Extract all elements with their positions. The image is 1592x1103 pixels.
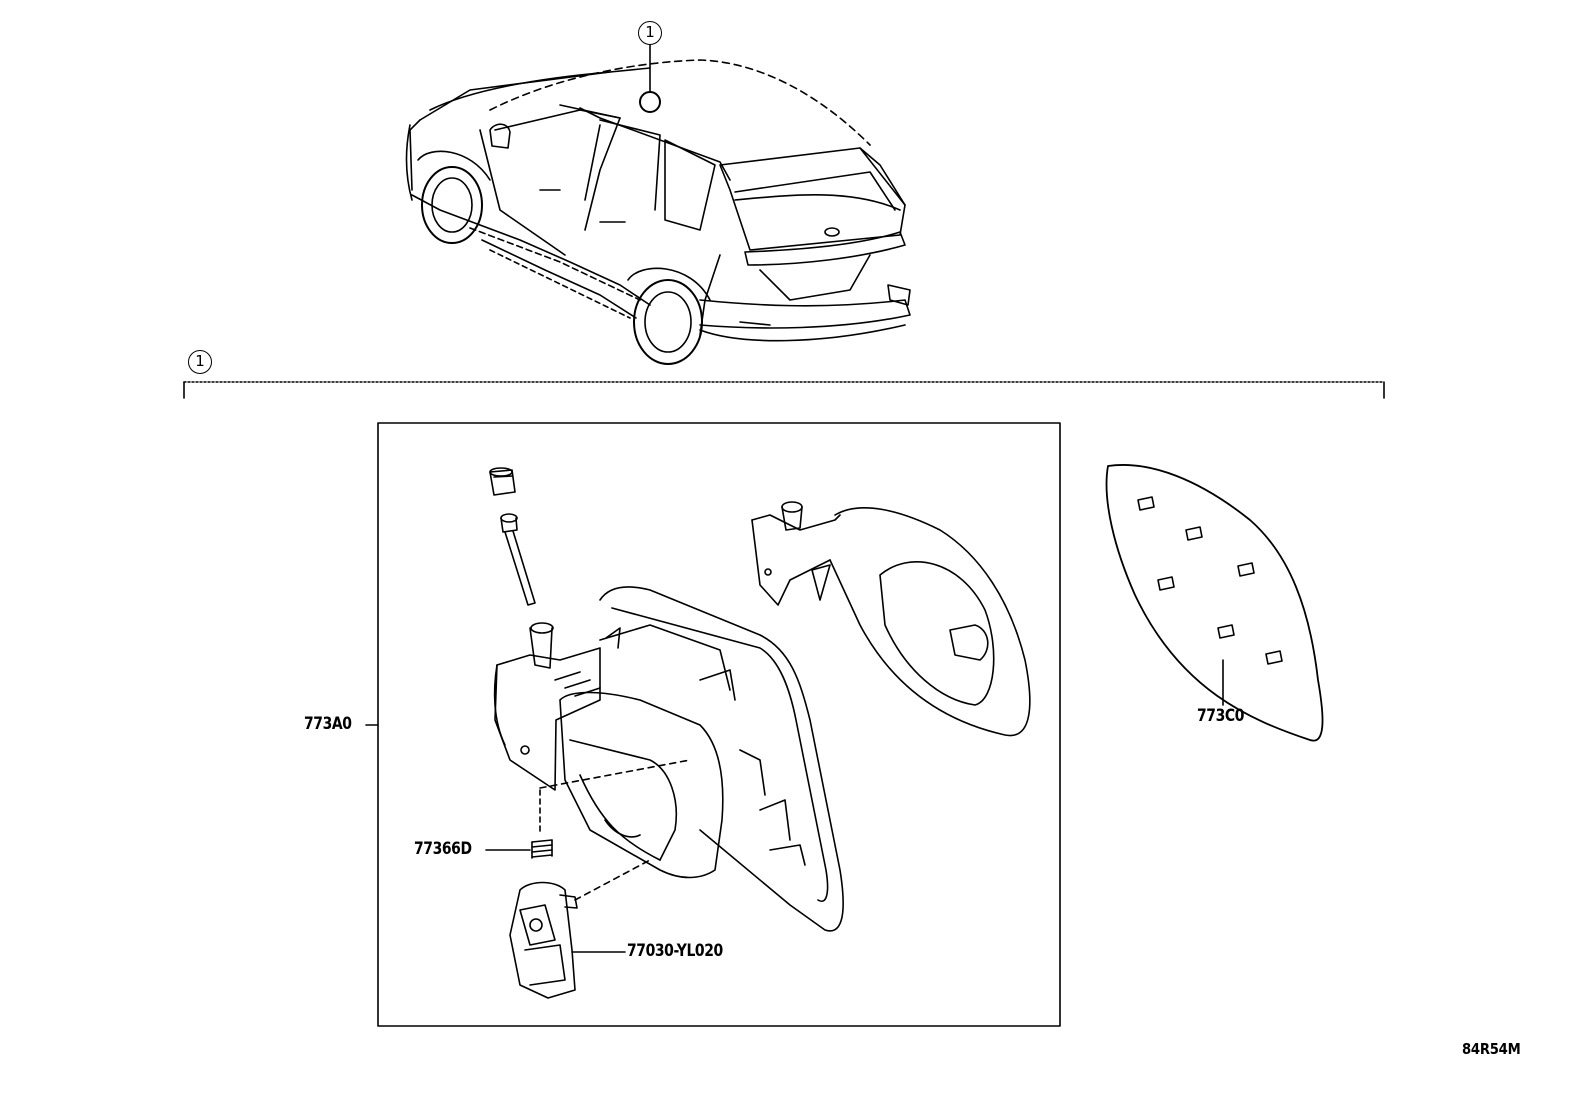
callout-marker-vehicle: 1 [638, 21, 662, 45]
assembly-guide-line [539, 759, 691, 789]
part-label-773C0: 773C0 [1197, 706, 1244, 726]
fuel-lid-housing [493, 586, 844, 932]
bushing-part [489, 467, 516, 496]
part-label-773A0: 773A0 [304, 714, 352, 734]
lock-actuator-part [509, 859, 651, 999]
spring-part [531, 789, 553, 859]
diagram-code: 84R54M [1462, 1040, 1521, 1058]
assembly-frame [377, 422, 1061, 1027]
assembly-bracket [183, 381, 1385, 399]
part-label-77366D: 77366D [414, 839, 472, 859]
vehicle-illustration [405, 44, 911, 365]
callout-marker-bracket: 1 [188, 350, 212, 374]
part-label-77030-YL020: 77030-YL020 [627, 941, 723, 961]
fuel-lid-door [751, 501, 1031, 737]
lid-inner-panel [1105, 464, 1324, 742]
hinge-pin-part [500, 513, 536, 606]
